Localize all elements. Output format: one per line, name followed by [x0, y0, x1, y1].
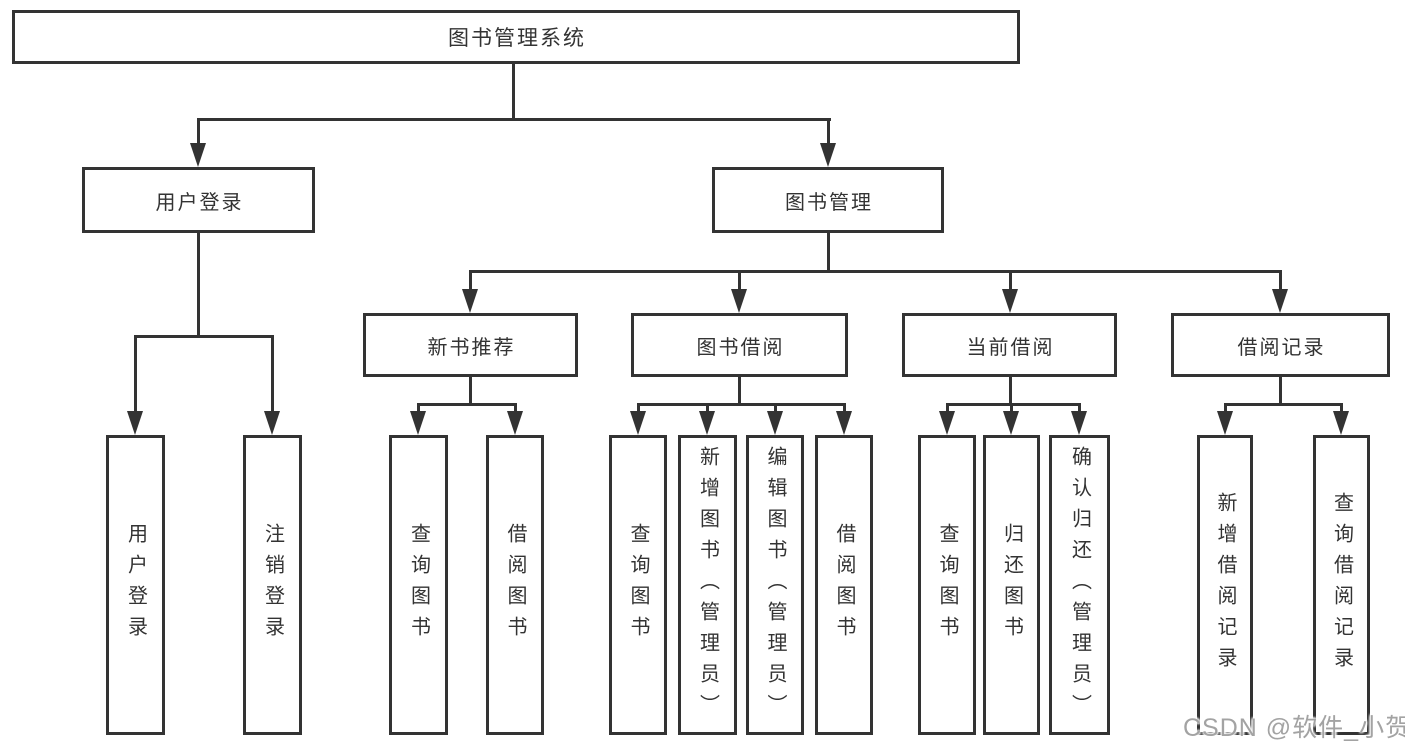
arrow-down-icon: [462, 289, 478, 313]
leaf-borrow-add-admin: 新增图书（管理员）: [678, 435, 737, 735]
arrow-down-icon: [939, 411, 955, 435]
connector-line: [469, 270, 472, 290]
connector-line: [514, 403, 517, 412]
leaf-logout: 注销登录: [243, 435, 302, 735]
node-user-login: 用户登录: [82, 167, 315, 233]
connector-line: [1279, 377, 1282, 403]
arrow-down-icon: [731, 289, 747, 313]
arrow-down-icon: [1272, 289, 1288, 313]
node-label: 用户登录: [155, 191, 244, 214]
node-label: 新书推荐: [427, 336, 516, 359]
connector-line: [1224, 403, 1343, 406]
node-label: 查询借阅记录: [1330, 492, 1353, 678]
leaf-borrow-book: 借阅图书: [815, 435, 873, 735]
arrow-down-icon: [507, 411, 523, 435]
node-book-management: 图书管理: [712, 167, 944, 233]
connector-line: [134, 335, 274, 338]
node-borrow-records: 借阅记录: [1171, 313, 1390, 377]
connector-line: [706, 403, 709, 412]
node-root-system: 图书管理系统: [12, 10, 1020, 64]
connector-line: [637, 403, 640, 412]
arrow-down-icon: [820, 143, 836, 167]
node-label: 借阅图书: [833, 523, 855, 647]
arrow-down-icon: [127, 411, 143, 435]
connector-line: [637, 403, 846, 406]
node-label: 图书借阅: [696, 336, 785, 359]
connector-line: [946, 403, 1081, 406]
connector-line: [774, 403, 777, 412]
node-label: 归还图书: [1000, 523, 1023, 647]
node-label: 注销登录: [261, 523, 284, 647]
arrow-down-icon: [264, 411, 280, 435]
connector-line: [134, 335, 137, 412]
leaf-newbooks-query: 查询图书: [389, 435, 448, 735]
arrow-down-icon: [1003, 411, 1019, 435]
leaf-current-return: 归还图书: [983, 435, 1040, 735]
node-label: 图书管理系统: [448, 27, 586, 50]
arrow-down-icon: [1333, 411, 1349, 435]
connector-line: [1340, 403, 1343, 412]
node-new-book-recommend: 新书推荐: [363, 313, 578, 377]
leaf-current-confirm-admin: 确认归还（管理员）: [1049, 435, 1110, 735]
connector-line: [417, 403, 517, 406]
connector-line: [197, 118, 831, 121]
node-label: 确认归还（管理员）: [1068, 445, 1091, 725]
node-label: 新增图书（管理员）: [696, 445, 719, 725]
leaf-borrow-query: 查询图书: [609, 435, 667, 735]
connector-line: [469, 377, 472, 403]
node-current-borrow: 当前借阅: [902, 313, 1117, 377]
node-label: 借阅记录: [1237, 336, 1326, 359]
connector-line: [1009, 377, 1012, 403]
csdn-watermark: CSDN @软件_小贺同学: [1183, 714, 1405, 742]
connector-line: [827, 233, 830, 270]
node-label: 新增借阅记录: [1214, 492, 1236, 678]
node-label: 用户登录: [124, 523, 147, 647]
connector-line: [1279, 270, 1282, 290]
node-label: 查询图书: [627, 523, 649, 647]
connector-line: [1009, 270, 1012, 290]
arrow-down-icon: [1071, 411, 1087, 435]
node-label: 当前借阅: [966, 336, 1055, 359]
connector-line: [738, 377, 741, 403]
arrow-down-icon: [836, 411, 852, 435]
connector-line: [512, 64, 515, 118]
node-book-borrow: 图书借阅: [631, 313, 848, 377]
arrow-down-icon: [1002, 289, 1018, 313]
arrow-down-icon: [699, 411, 715, 435]
connector-line: [1010, 403, 1013, 412]
leaf-current-query: 查询图书: [918, 435, 976, 735]
leaf-records-add: 新增借阅记录: [1197, 435, 1253, 735]
connector-line: [738, 270, 741, 290]
node-label: 编辑图书（管理员）: [764, 445, 786, 725]
arrow-down-icon: [190, 143, 206, 167]
leaf-user-login: 用户登录: [106, 435, 165, 735]
connector-line: [271, 335, 274, 412]
leaf-newbooks-borrow: 借阅图书: [486, 435, 544, 735]
connector-line: [197, 118, 200, 143]
node-label: 借阅图书: [504, 523, 526, 647]
connector-line: [1078, 403, 1081, 412]
arrow-down-icon: [410, 411, 426, 435]
connector-line: [197, 233, 200, 335]
arrow-down-icon: [1217, 411, 1233, 435]
node-label: 查询图书: [407, 523, 430, 647]
leaf-records-query: 查询借阅记录: [1313, 435, 1370, 735]
node-label: 查询图书: [936, 523, 958, 647]
node-label: 图书管理: [785, 191, 873, 214]
arrow-down-icon: [630, 411, 646, 435]
connector-line: [946, 403, 949, 412]
connector-line: [843, 403, 846, 412]
connector-line: [827, 118, 830, 143]
leaf-borrow-edit-admin: 编辑图书（管理员）: [746, 435, 804, 735]
connector-line: [417, 403, 420, 412]
connector-line: [469, 270, 1282, 273]
arrow-down-icon: [767, 411, 783, 435]
connector-line: [1224, 403, 1227, 412]
